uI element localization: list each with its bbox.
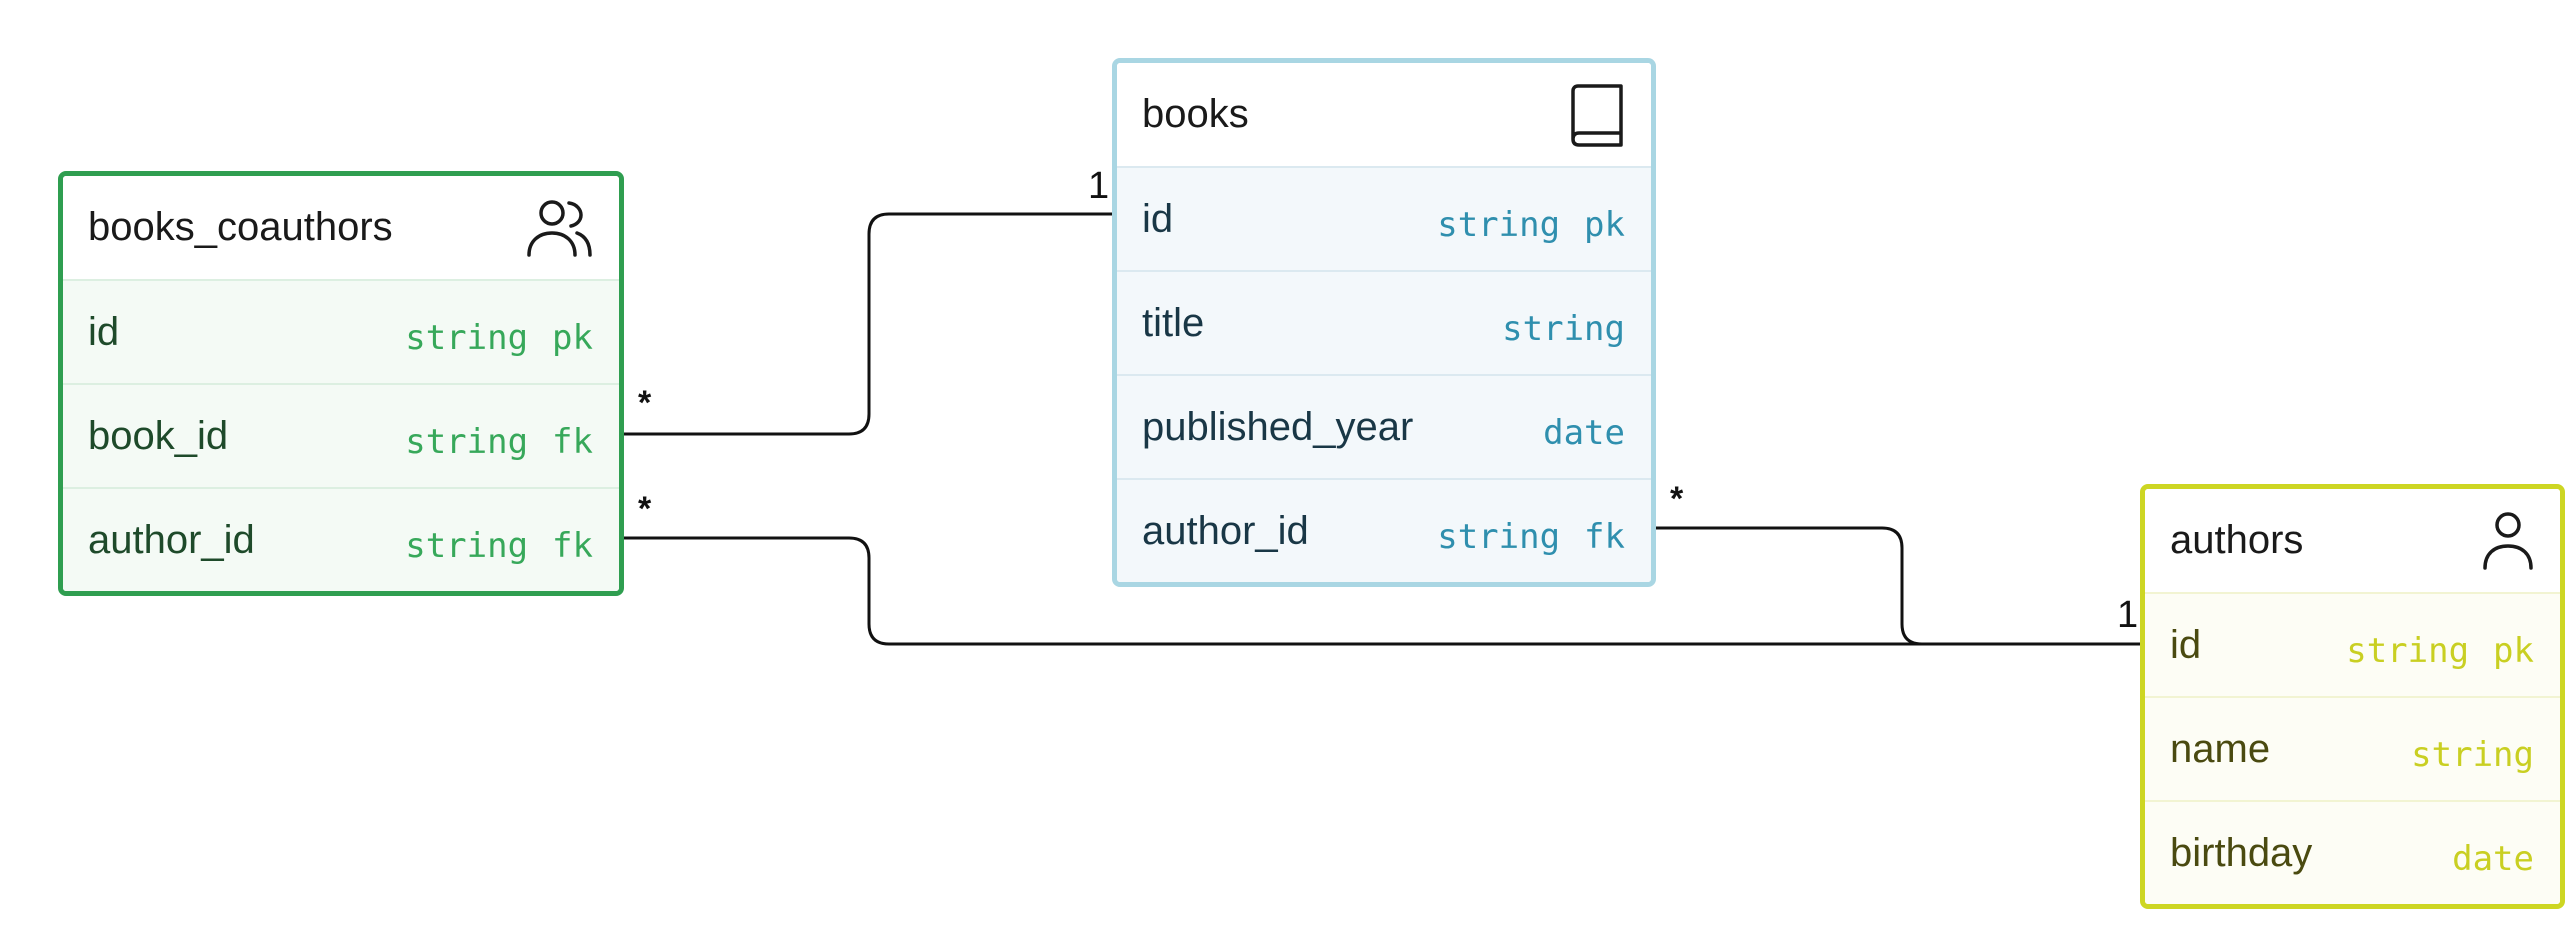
field-row-id[interactable]: id string pk bbox=[1117, 166, 1651, 270]
field-row-author-id[interactable]: author_id string fk bbox=[1117, 478, 1651, 582]
field-type: string bbox=[1502, 297, 1625, 349]
field-row-birthday[interactable]: birthday date bbox=[2145, 800, 2560, 904]
field-type: date bbox=[1543, 401, 1625, 453]
field-datatype: string bbox=[1437, 517, 1561, 557]
field-row-book-id[interactable]: book_id string fk bbox=[63, 383, 619, 487]
field-name: book_id bbox=[88, 413, 229, 458]
table-header[interactable]: authors bbox=[2145, 489, 2560, 592]
field-datatype: string bbox=[405, 422, 529, 462]
cardinality-label: * bbox=[1670, 480, 1684, 518]
field-name: author_id bbox=[88, 517, 255, 562]
field-type: string pk bbox=[2346, 619, 2534, 671]
field-type: date bbox=[2452, 827, 2534, 879]
field-datatype: string bbox=[2346, 631, 2470, 671]
field-datatype: string bbox=[1437, 205, 1561, 245]
field-row-id[interactable]: id string pk bbox=[2145, 592, 2560, 696]
field-row-title[interactable]: title string bbox=[1117, 270, 1651, 374]
field-type: string fk bbox=[405, 410, 593, 462]
field-name: published_year bbox=[1142, 404, 1414, 449]
cardinality-label: 1 bbox=[2117, 594, 2138, 636]
table-books-coauthors[interactable]: books_coauthors id string pk book_id str… bbox=[58, 171, 624, 596]
table-books[interactable]: books id string pk title string publishe… bbox=[1112, 58, 1656, 587]
relation-line-books-author-to-authors[interactable] bbox=[1642, 526, 2160, 646]
field-key: pk bbox=[1584, 205, 1625, 245]
field-row-author-id[interactable]: author_id string fk bbox=[63, 487, 619, 591]
field-name: id bbox=[2170, 622, 2202, 667]
users-icon bbox=[525, 197, 593, 259]
relation-line-book-to-books[interactable] bbox=[609, 212, 1129, 436]
field-name: name bbox=[2170, 726, 2271, 771]
book-icon bbox=[1569, 83, 1625, 147]
cardinality-label: * bbox=[638, 384, 652, 422]
field-datatype: string bbox=[1502, 309, 1625, 349]
field-name: birthday bbox=[2170, 830, 2313, 875]
field-datatype: string bbox=[405, 318, 529, 358]
field-type: string pk bbox=[1437, 193, 1625, 245]
field-row-published-year[interactable]: published_year date bbox=[1117, 374, 1651, 478]
field-datatype: string bbox=[2411, 735, 2534, 775]
cardinality-label: * bbox=[638, 490, 652, 528]
field-datatype: date bbox=[2452, 839, 2534, 879]
table-name: authors bbox=[2170, 518, 2304, 562]
field-key: pk bbox=[2493, 631, 2534, 671]
field-datatype: string bbox=[405, 526, 529, 566]
field-key: fk bbox=[552, 422, 593, 462]
field-key: pk bbox=[552, 318, 593, 358]
field-type: string bbox=[2411, 723, 2534, 775]
table-name: books bbox=[1142, 92, 1249, 136]
table-header[interactable]: books_coauthors bbox=[63, 176, 619, 279]
field-type: string fk bbox=[405, 514, 593, 566]
cardinality-label: 1 bbox=[1088, 165, 1109, 207]
relation-line-coauthor-to-authors[interactable] bbox=[609, 536, 2160, 646]
field-datatype: date bbox=[1543, 413, 1625, 453]
user-icon bbox=[2482, 510, 2534, 572]
table-name: books_coauthors bbox=[88, 205, 393, 249]
field-name: author_id bbox=[1142, 508, 1309, 553]
table-authors[interactable]: authors id string pk name string birthda… bbox=[2140, 484, 2565, 909]
field-type: string fk bbox=[1437, 505, 1625, 557]
field-row-id[interactable]: id string pk bbox=[63, 279, 619, 383]
table-header[interactable]: books bbox=[1117, 63, 1651, 166]
field-key: fk bbox=[552, 526, 593, 566]
field-name: id bbox=[1142, 196, 1174, 241]
field-name: title bbox=[1142, 300, 1205, 345]
field-row-name[interactable]: name string bbox=[2145, 696, 2560, 800]
field-name: id bbox=[88, 309, 120, 354]
field-key: fk bbox=[1584, 517, 1625, 557]
field-type: string pk bbox=[405, 306, 593, 358]
